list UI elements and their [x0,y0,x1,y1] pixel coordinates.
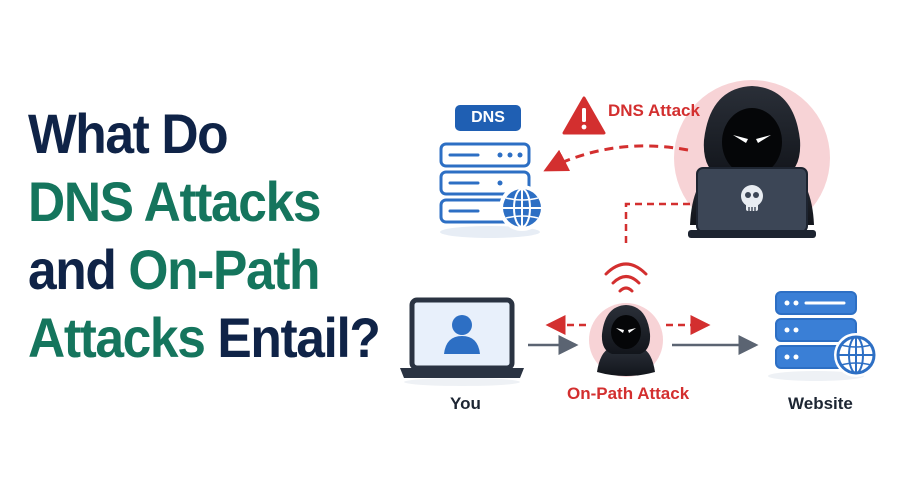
headline-word-entail: Entail? [217,306,380,369]
attacker-link-line [624,202,690,246]
dns-badge-label: DNS [471,109,505,126]
dns-badge [455,105,521,131]
globe-icon [499,185,545,231]
headline-line-1: What Do [28,102,229,165]
skull-icon [741,185,763,211]
headline-word-on-path: On-Path [128,238,320,301]
user-icon [444,315,480,354]
wifi-signal-icon [604,262,648,293]
dns-attack-label: DNS Attack [608,101,700,120]
website-label: Website [788,394,853,413]
on-path-attacker-icon [589,303,663,377]
headline-line-2: DNS Attacks [28,170,322,233]
headline-line-3: and On-Path [28,236,378,304]
headline-line-4: Attacks Entail? [28,304,381,372]
warning-icon [562,96,606,135]
website-globe-icon [834,333,878,377]
dns-attack-arrow [543,144,689,172]
headline-word-and: and [28,238,117,301]
on-path-attack-label: On-Path Attack [567,384,690,403]
website-server-icon [768,291,864,381]
headline: What Do DNS Attacks and On-Path Attacks … [28,100,408,372]
you-label: You [450,394,481,413]
headline-word-attacks: Attacks [28,306,206,369]
